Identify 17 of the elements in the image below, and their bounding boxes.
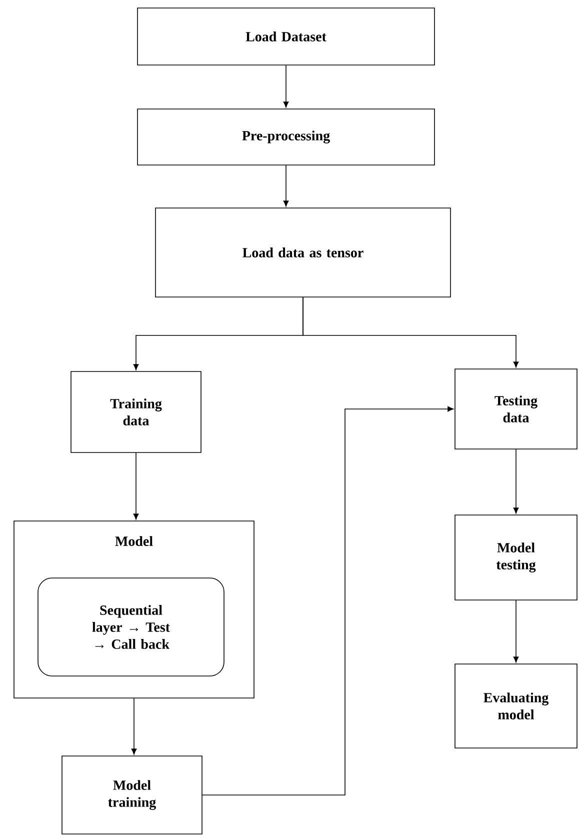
arrow — [283, 65, 289, 108]
process-box: Model training — [62, 756, 202, 834]
process-box: Load Dataset — [137, 8, 435, 66]
layer-box: Sequential layer → Test → Call back — [38, 578, 224, 676]
process-box: Evaluating model — [454, 664, 578, 748]
process-box: Load data as tensor — [155, 208, 451, 298]
arrow — [302, 297, 519, 368]
arrow — [513, 600, 519, 663]
process-box: Model testing — [454, 514, 578, 600]
process-box: Testing data — [454, 368, 578, 450]
arrow — [283, 165, 289, 207]
arrow — [131, 698, 137, 755]
arrow — [202, 406, 454, 796]
process-box: Pre-processing — [137, 108, 435, 166]
arrow — [513, 449, 519, 514]
arrow — [133, 452, 139, 520]
process-box: Training data — [70, 371, 202, 453]
